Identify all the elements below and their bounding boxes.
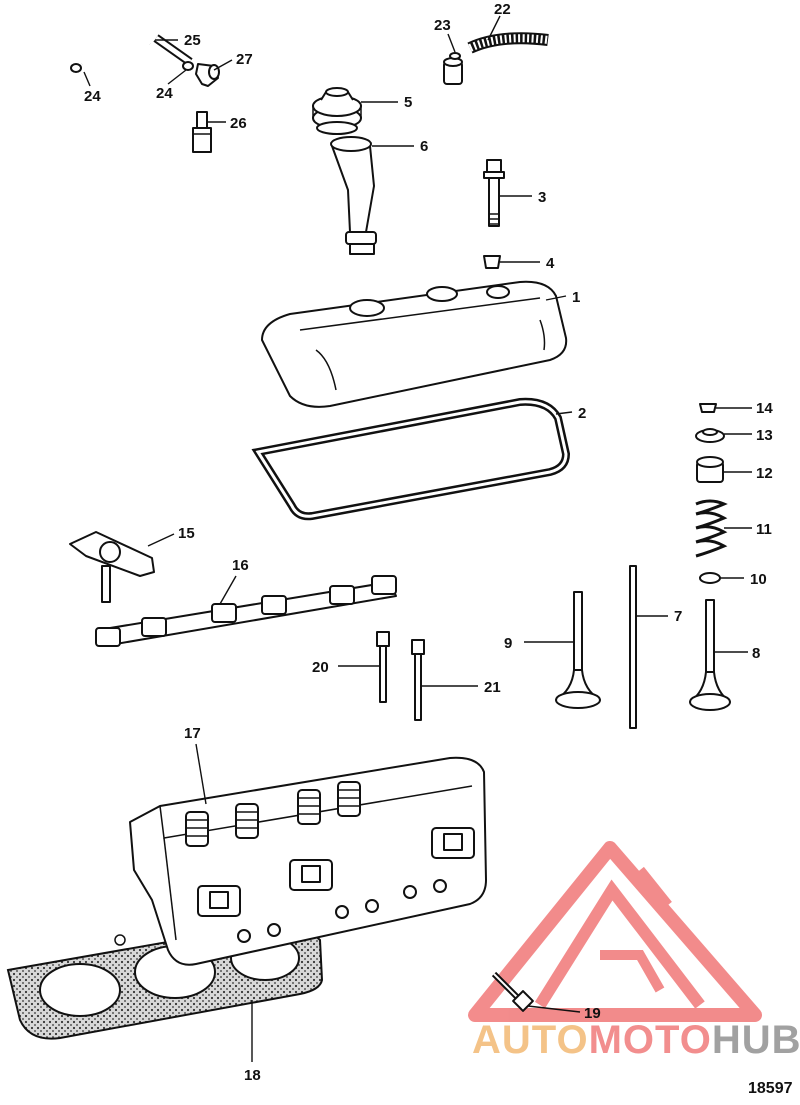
spring-retainer-13	[695, 428, 725, 443]
callout-23: 23	[434, 17, 451, 34]
oil-shield-12	[696, 456, 724, 483]
callout-8: 8	[752, 645, 760, 662]
callout-labels: 25 24 24 27 26 23 22 5 6 3 4 1 2 14 13 1…	[84, 1, 773, 1084]
callout-17: 17	[184, 725, 201, 742]
callout-1: 1	[572, 289, 580, 306]
exhaust-valve-8	[689, 599, 731, 711]
callout-27: 27	[236, 51, 253, 68]
watermark-moto: MOTO	[588, 1018, 712, 1062]
callout-9: 9	[504, 635, 512, 652]
push-rod-7	[629, 565, 637, 729]
clamp-24-left	[70, 63, 82, 73]
callout-22: 22	[494, 1, 511, 18]
clamp-24-right	[182, 61, 194, 71]
callout-16: 16	[232, 557, 249, 574]
bolt-3	[483, 159, 505, 227]
callout-25: 25	[184, 32, 201, 49]
rocker-rail-16	[95, 575, 397, 647]
callout-20: 20	[312, 659, 329, 676]
callout-24-right: 24	[156, 85, 173, 102]
corrugated-hose-22	[467, 32, 549, 54]
callout-12: 12	[756, 465, 773, 482]
callout-19: 19	[584, 1005, 601, 1022]
callout-13: 13	[756, 427, 773, 444]
watermark-logo	[468, 841, 762, 1022]
cylinder-head-17	[129, 756, 487, 966]
valve-lock-14	[699, 403, 717, 413]
callout-4: 4	[546, 255, 555, 272]
elbow-fitting-27	[195, 63, 220, 87]
fitting-26	[192, 111, 212, 153]
callout-24-left: 24	[84, 88, 101, 105]
oil-fill-tube-6	[330, 136, 377, 255]
rocker-arm-15	[69, 531, 155, 603]
valve-spring-11	[695, 499, 728, 558]
callout-26: 26	[230, 115, 247, 132]
bolt-19	[491, 971, 534, 1012]
grommet-4	[483, 255, 501, 269]
watermark-text: AUTOMOTOHUB	[472, 1018, 800, 1063]
callout-14: 14	[756, 400, 773, 417]
callout-18: 18	[244, 1067, 261, 1084]
callout-15: 15	[178, 525, 195, 542]
intake-valve-9	[555, 591, 601, 709]
callout-10: 10	[750, 571, 767, 588]
callout-7: 7	[674, 608, 682, 625]
figure-number: 18597	[748, 1080, 793, 1097]
bolt-20	[376, 631, 390, 703]
shim-10	[699, 572, 721, 584]
callout-6: 6	[420, 138, 428, 155]
callout-2: 2	[578, 405, 586, 422]
callout-3: 3	[538, 189, 546, 206]
callout-5: 5	[404, 94, 412, 111]
callout-21: 21	[484, 679, 501, 696]
rocker-cover-1	[261, 280, 568, 408]
oil-fill-cap-5	[312, 87, 362, 135]
bolt-21	[411, 639, 425, 721]
hose-25	[80, 32, 193, 66]
pcv-valve-23	[443, 52, 463, 85]
callout-11: 11	[756, 521, 772, 538]
rocker-cover-gasket-2	[251, 397, 571, 521]
leader-lines	[83, 15, 752, 1062]
watermark-hub: HUB	[711, 1018, 800, 1062]
watermark-auto: AUTO	[472, 1018, 589, 1062]
